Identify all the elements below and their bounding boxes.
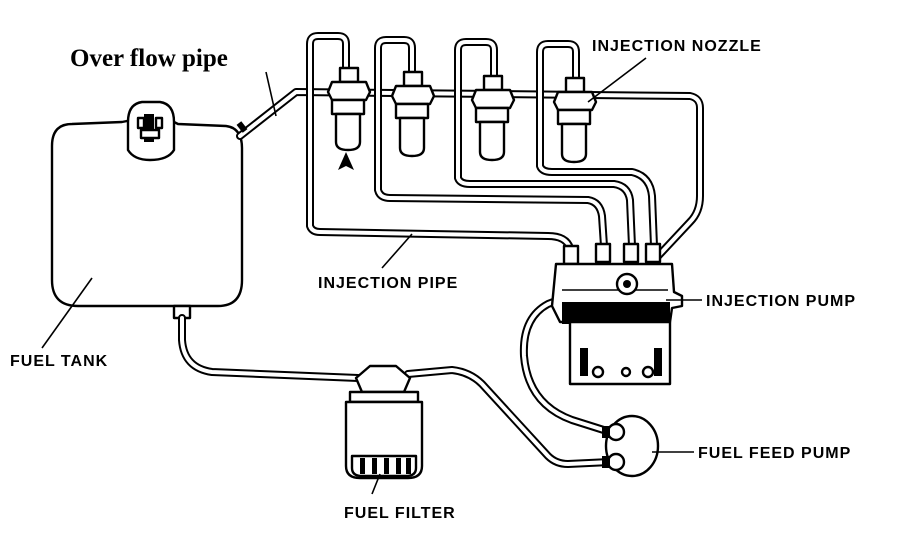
label-over-flow-pipe: Over flow pipe xyxy=(70,45,228,72)
fuel-filter xyxy=(344,364,424,480)
injection-nozzle-4 xyxy=(552,76,598,164)
label-fuel-tank: FUEL TANK xyxy=(10,353,108,370)
label-injection-nozzle: INJECTION NOZZLE xyxy=(592,38,762,55)
injection-nozzle-1 xyxy=(326,66,372,170)
injection-nozzles xyxy=(326,66,598,170)
fuel-tank xyxy=(50,100,244,320)
injection-nozzle-2 xyxy=(390,70,436,158)
fuel-feed-pump xyxy=(602,414,660,478)
fuel-lines xyxy=(178,32,704,468)
label-injection-pump: INJECTION PUMP xyxy=(706,293,856,310)
injection-nozzle-3 xyxy=(470,74,516,162)
label-injection-pipe: INJECTION PIPE xyxy=(318,275,458,292)
label-fuel-feed-pump: FUEL FEED PUMP xyxy=(698,445,851,462)
injection-pump xyxy=(550,242,684,386)
label-fuel-filter: FUEL FILTER xyxy=(344,505,456,522)
leader-lines xyxy=(41,57,702,495)
